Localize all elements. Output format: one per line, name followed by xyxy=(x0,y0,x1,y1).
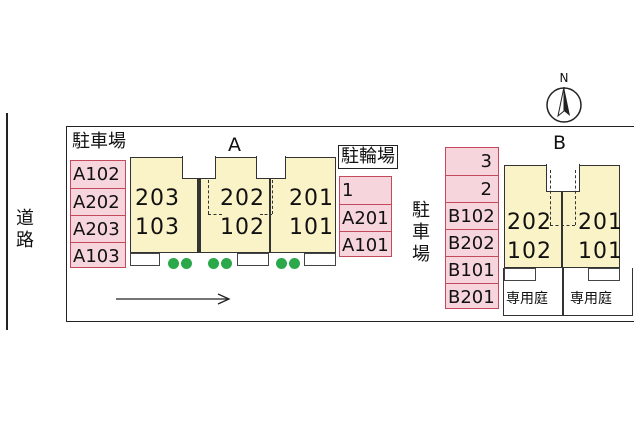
building-a-label: A xyxy=(228,134,241,156)
tree-icon xyxy=(168,258,179,269)
parking-slot: 2 xyxy=(446,175,498,202)
balcony xyxy=(588,268,620,281)
parking-slot: A103 xyxy=(71,242,125,269)
parking-slot: B201 xyxy=(446,283,498,310)
parking-b-lot: 3 2 B102 B202 B101 B201 xyxy=(445,147,499,309)
balcony xyxy=(304,253,336,266)
unit-number: 201 xyxy=(578,210,623,235)
road-line xyxy=(6,113,8,330)
balcony xyxy=(237,253,269,266)
stair-dash xyxy=(260,214,272,215)
garden-label: 専用庭 xyxy=(570,291,612,307)
svg-text:N: N xyxy=(560,71,569,85)
balcony xyxy=(130,253,160,266)
parking-slot: 3 xyxy=(480,151,492,172)
parking-left-title: 駐車場 xyxy=(72,131,126,152)
parking-slot: B101 xyxy=(446,256,498,283)
stair-dash xyxy=(550,225,575,226)
stair-dash xyxy=(208,214,222,215)
bike-slot: A201 xyxy=(340,204,391,231)
stair-dash xyxy=(550,170,551,225)
unit-number: 102 xyxy=(507,239,552,264)
unit-number: 101 xyxy=(578,239,623,264)
unit-number: 203 xyxy=(135,186,180,211)
parking-slot: A202 xyxy=(71,188,125,215)
north-arrow-icon: N xyxy=(542,70,586,126)
unit-number: 201 xyxy=(289,186,334,211)
unit-number: 101 xyxy=(289,215,334,240)
stair-notch xyxy=(546,164,580,192)
stair-dash xyxy=(208,180,209,214)
parking-slot: A102 xyxy=(73,164,120,185)
bike-parking-lot: 1 A201 A101 xyxy=(339,176,392,257)
tree-icon xyxy=(221,258,232,269)
stair-dash xyxy=(575,170,576,225)
bike-slot: A101 xyxy=(340,231,391,258)
balcony xyxy=(504,268,536,281)
garden-label: 専用庭 xyxy=(506,291,548,307)
parking-slot: B102 xyxy=(446,202,498,229)
unit-number: 103 xyxy=(135,215,180,240)
unit-number: 102 xyxy=(220,215,265,240)
stair-notch xyxy=(256,156,286,179)
garden-divider xyxy=(562,268,564,316)
parking-slot: A203 xyxy=(71,215,125,242)
site-boundary xyxy=(66,126,634,322)
stair-notch xyxy=(182,156,216,179)
parking-slot: B202 xyxy=(446,229,498,256)
direction-arrow-icon xyxy=(116,291,232,305)
stair-dash xyxy=(272,180,273,214)
building-a-unit xyxy=(198,179,200,253)
parking-b-label: 駐 車 場 xyxy=(412,200,430,265)
road-label: 道 路 xyxy=(16,208,34,251)
building-b-label: B xyxy=(553,132,567,154)
private-garden xyxy=(503,268,633,316)
tree-icon xyxy=(276,258,287,269)
bike-parking-title: 駐輪場 xyxy=(338,145,398,169)
unit-number: 202 xyxy=(507,210,552,235)
tree-icon xyxy=(208,258,219,269)
parking-left-lot: A102 A202 A203 A103 xyxy=(70,160,126,268)
bike-slot: 1 xyxy=(342,180,354,201)
unit-number: 202 xyxy=(220,186,265,211)
tree-icon xyxy=(181,258,192,269)
tree-icon xyxy=(289,258,300,269)
